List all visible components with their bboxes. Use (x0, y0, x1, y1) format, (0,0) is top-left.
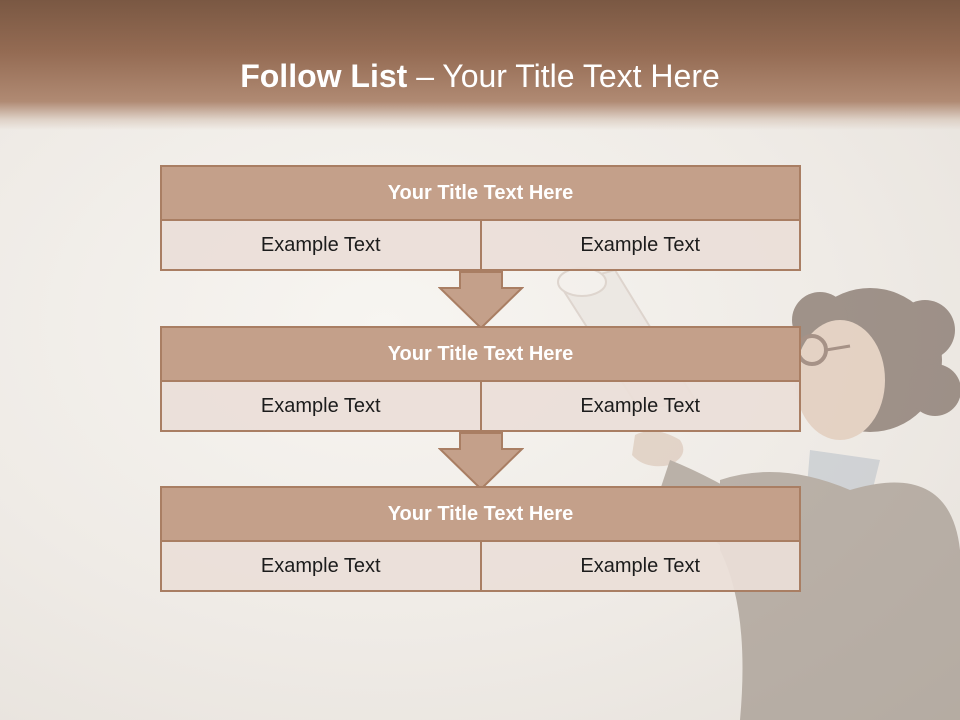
block-cell-right: Example Text (479, 221, 800, 269)
block-row: Example Text Example Text (160, 542, 801, 592)
slide-title: Follow List – Your Title Text Here (0, 52, 960, 100)
list-block-3: Your Title Text Here Example Text Exampl… (160, 486, 801, 592)
list-block-2: Your Title Text Here Example Text Exampl… (160, 326, 801, 432)
block-title: Your Title Text Here (160, 165, 801, 221)
down-arrow-icon (438, 432, 524, 490)
block-cell-left: Example Text (260, 233, 381, 256)
block-cell-left: Example Text (260, 554, 381, 577)
block-title: Your Title Text Here (160, 486, 801, 542)
block-cell-right: Example Text (479, 542, 800, 590)
title-band (0, 0, 960, 130)
block-cell-right: Example Text (479, 382, 800, 430)
list-block-1: Your Title Text Here Example Text Exampl… (160, 165, 801, 271)
slide-title-bold: Follow List (240, 58, 408, 94)
block-row: Example Text Example Text (160, 382, 801, 432)
megaphone-person-photo (557, 267, 960, 720)
slide-title-rest: – Your Title Text Here (407, 58, 720, 94)
block-cell-left: Example Text (260, 394, 381, 417)
block-row: Example Text Example Text (160, 221, 801, 271)
block-title: Your Title Text Here (160, 326, 801, 382)
down-arrow-icon (438, 271, 524, 329)
